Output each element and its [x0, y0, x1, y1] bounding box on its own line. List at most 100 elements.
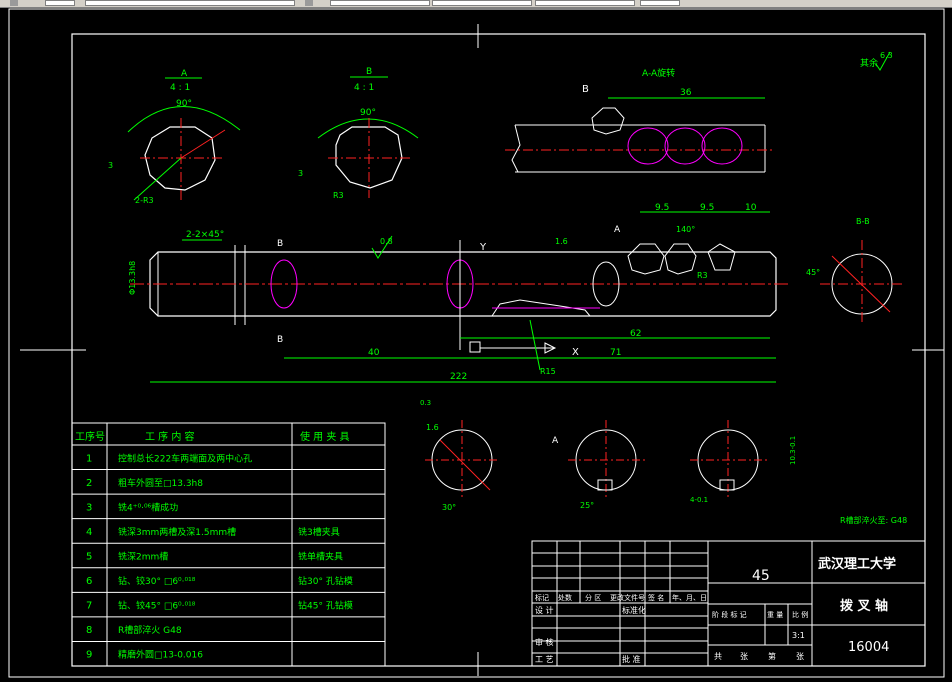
- table-cell-no: 4: [86, 527, 92, 538]
- process-table: 工序号 工 序 内 容 使 用 夹 具 1 控制总长222车两端面及两中心孔 2 粗车…: [71, 422, 386, 667]
- angle-140: 140°: [676, 225, 695, 234]
- tb-stage: 阶 段 标 记: [712, 610, 747, 619]
- table-cell-content: 粗车外圆至□13.3h8: [118, 477, 203, 489]
- dim-62: 62: [630, 329, 641, 339]
- tb-sheets: 张: [740, 652, 748, 661]
- dim-9-5-a: 9.5: [655, 203, 669, 213]
- tb-label-mark: 标记: [535, 593, 549, 602]
- s1-dim-1: 1.6: [426, 423, 439, 432]
- r15-label: R15: [540, 367, 556, 376]
- tb-review: 审 核: [535, 637, 554, 647]
- toolbar-icon[interactable]: [10, 0, 18, 6]
- dim-10: 10: [745, 203, 757, 213]
- section-b-dim1: 3: [298, 169, 303, 178]
- table-cell-no: 1: [86, 453, 92, 464]
- table-cell-no: 5: [86, 552, 92, 563]
- tb-label-doc: 更改文件号: [610, 593, 645, 602]
- tb-school: 武汉理工大学: [818, 556, 896, 572]
- roughness-symbol: [875, 51, 891, 71]
- cut-b-top: B: [277, 239, 283, 249]
- axis-y: Y: [479, 242, 487, 253]
- main-shaft-view: 2-2×45° Φ13.3h8 B B 0.8 1.6 A 9.5 9.5 10…: [128, 203, 790, 383]
- tb-no: 第: [768, 651, 776, 661]
- small-section-2: A 25°: [552, 420, 645, 510]
- roughness-mid: 0.8: [380, 237, 393, 246]
- tb-label-count: 处数: [558, 593, 572, 602]
- section-a-angle: 90°: [176, 99, 192, 109]
- toolbar-strip: [0, 0, 952, 8]
- col-header-no: 工序号: [75, 430, 105, 443]
- table-cell-no: 7: [86, 601, 92, 612]
- layer-dropdown[interactable]: [85, 0, 295, 6]
- detail-view-label: A-A旋转: [642, 67, 675, 79]
- table-cell-content: 钻、铰30° □6⁰·⁰¹⁸: [118, 575, 196, 587]
- tb-label-date: 年、月、日: [672, 593, 707, 602]
- section-b-angle: 90°: [360, 108, 376, 118]
- col-header-fixture: 使 用 夹 具: [300, 430, 350, 443]
- table-cell-no: 2: [86, 478, 92, 489]
- section-bb-angle: 45°: [806, 268, 820, 277]
- cut-a: A: [614, 225, 621, 235]
- section-a-dim2: 2-R3: [135, 196, 154, 205]
- table-cell-fixture: 钻30° 孔钻模: [298, 575, 353, 587]
- section-b-title: B: [366, 67, 372, 77]
- table-cell-content: 控制总长222车两端面及两中心孔: [118, 452, 252, 464]
- tb-approve: 批 准: [622, 654, 641, 664]
- table-cell-content: 铣深3mm两槽及深1.5mm槽: [118, 526, 236, 538]
- roughness-value: 6.3: [880, 51, 893, 60]
- table-cell-content: 钻、铰45° □6⁰·⁰¹⁸: [118, 600, 196, 612]
- color-dropdown[interactable]: [330, 0, 430, 6]
- axis-x: X: [572, 347, 579, 358]
- section-a-view: A 4 : 1 90° 3 2-R3: [108, 69, 241, 205]
- toolbar-icon[interactable]: [305, 0, 313, 6]
- roughness-note: 其余: [860, 57, 878, 69]
- dim-1-6: 1.6: [555, 237, 568, 246]
- tb-scale: 3:1: [792, 631, 805, 640]
- s3-dim-1: 10.3-0.1: [789, 436, 797, 465]
- detail-dim-36: 36: [680, 88, 692, 98]
- r3-label: R3: [697, 271, 708, 280]
- s2-dim-0: A: [552, 436, 559, 446]
- cut-b-bottom: B: [277, 335, 283, 345]
- tb-drawing-no: 16004: [848, 640, 889, 655]
- detail-view-aa: A-A旋转 B 36: [505, 67, 775, 173]
- outer-frame: [8, 8, 945, 678]
- s1-dim-0: 0.3: [420, 399, 431, 407]
- table-cell-no: 6: [86, 576, 92, 587]
- s2-dim-1: 25°: [580, 501, 594, 510]
- table-cell-fixture: 铣3槽夹具: [298, 526, 340, 538]
- tb-part-name: 拨 叉 轴: [840, 598, 888, 614]
- heat-treatment-note: R槽部淬火至: G48: [840, 515, 907, 525]
- tb-material: 45: [752, 568, 770, 584]
- dim-40: 40: [368, 348, 380, 358]
- tb-label-zone: 分 区: [585, 593, 601, 602]
- table-cell-no: 3: [86, 502, 92, 513]
- linetype-dropdown[interactable]: [432, 0, 532, 6]
- small-section-3: 4-0.1 10.3-0.1: [690, 420, 797, 504]
- tb-sheet: 张: [796, 652, 804, 661]
- lineweight-dropdown[interactable]: [535, 0, 635, 6]
- dim-222: 222: [450, 372, 467, 382]
- plotstyle-dropdown[interactable]: [640, 0, 680, 6]
- section-b-dim2: R3: [333, 191, 344, 200]
- title-block: 45 武汉理工大学 拨 叉 轴 16004 3:1 标记 处数 分 区 更改文件…: [531, 540, 926, 667]
- centering-marks: [20, 24, 944, 676]
- tb-standard: 标准化: [622, 605, 646, 615]
- table-cell-fixture: 铣单槽夹具: [298, 551, 343, 563]
- tb-weight: 重 量: [767, 611, 783, 619]
- s3-dim-0: 4-0.1: [690, 496, 708, 504]
- detail-marker-b: B: [582, 84, 589, 95]
- table-cell-content: R槽部淬火 G48: [118, 624, 182, 636]
- tb-label-sign: 签 名: [648, 593, 664, 602]
- tb-process: 工 艺: [535, 655, 554, 664]
- s1-dim-2: 30°: [442, 503, 456, 512]
- tb-total: 共: [714, 652, 722, 661]
- tb-ratio: 比 例: [792, 610, 808, 619]
- toolbar-field[interactable]: [45, 0, 75, 6]
- col-header-content: 工 序 内 容: [145, 430, 195, 443]
- section-a-title: A: [181, 69, 188, 79]
- small-section-1: 0.3 1.6 30°: [420, 399, 500, 512]
- dia-left-label: Φ13.3h8: [128, 261, 137, 295]
- section-a-dim1: 3: [108, 161, 113, 170]
